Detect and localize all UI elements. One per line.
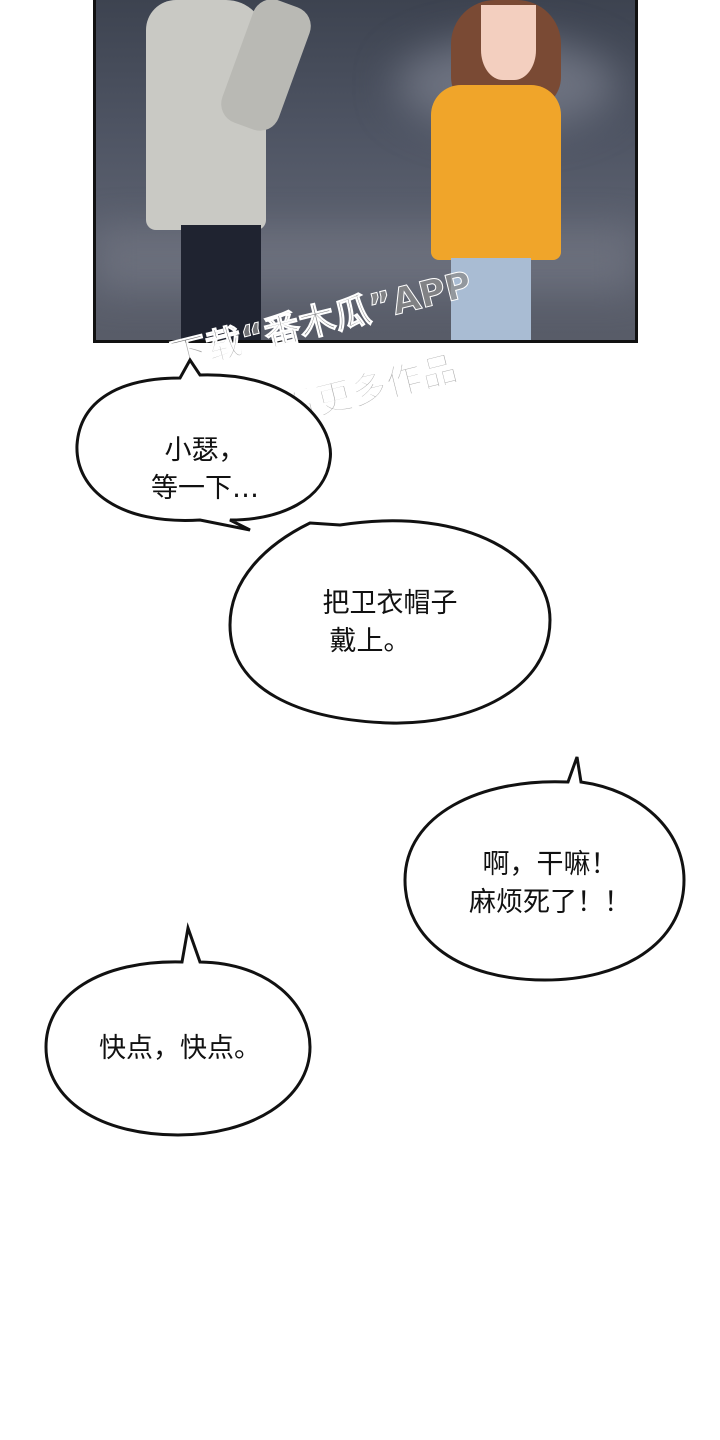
- bubble-2-line-1: 把卫衣帽子: [322, 588, 458, 619]
- bubble-3-text: 啊，干嘛！ 麻烦死了！！: [440, 846, 660, 922]
- bubble-4-text: 快点，快点。: [70, 1030, 290, 1068]
- bubble-3-line-2: 麻烦死了！！: [469, 887, 631, 918]
- bubble-1-shape: [75, 357, 332, 532]
- girl-hoodie: [431, 85, 561, 260]
- bubble-2-text: 把卫衣帽子 戴上。: [290, 585, 490, 661]
- bubble-4-line-1: 快点，快点。: [99, 1033, 261, 1064]
- girl-face: [481, 5, 536, 80]
- bubble-3-shape: [403, 756, 686, 982]
- bubble-1-line-1: 小瑟，: [164, 435, 246, 466]
- girl-jeans: [451, 258, 531, 340]
- boy-pants: [181, 225, 261, 340]
- comic-panel: [93, 0, 638, 343]
- bubble-1-text: 小瑟， 等一下…: [110, 432, 300, 508]
- bubble-3-line-1: 啊，干嘛！: [482, 849, 618, 880]
- bubble-4-shape: [44, 922, 312, 1137]
- bubble-2-shape: [228, 519, 552, 725]
- bubble-1-line-2: 等一下…: [151, 473, 259, 504]
- bubble-2-line-2: 戴上。: [329, 626, 411, 657]
